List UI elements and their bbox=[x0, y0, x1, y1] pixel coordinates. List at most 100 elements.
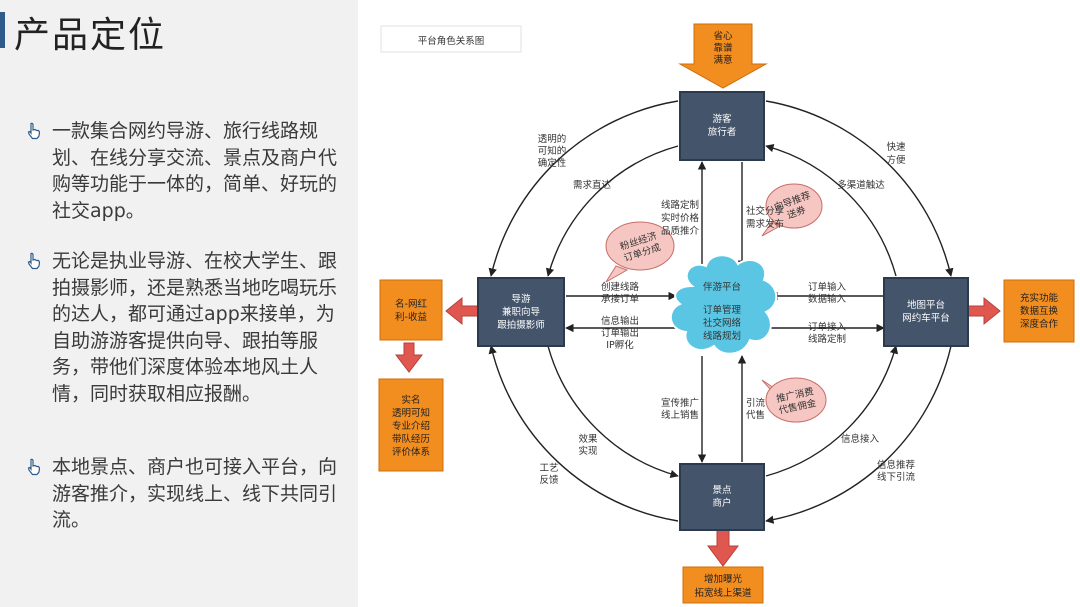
bubble-promo: 推广消费 代售佣金 bbox=[761, 377, 827, 423]
label-quick: 快速 bbox=[886, 141, 906, 153]
bullet-text: 一款集合网约导游、旅行线路规划、在线分享交流、景点及商户代购等功能于一体的，简单… bbox=[52, 120, 338, 222]
node-tourist bbox=[679, 91, 765, 161]
outcome-map-line: 数据互换 bbox=[1020, 305, 1059, 317]
label-info-out: 信息输出 bbox=[601, 315, 639, 327]
node-guide-line: 兼职向导 bbox=[502, 306, 540, 318]
bullet-item: 本地景点、商户也可接入平台，向游客推介，实现线上、线下共同引流。 bbox=[26, 454, 346, 534]
label-order-access: 订单接入 bbox=[808, 321, 847, 333]
red-arrow-guide-left bbox=[445, 296, 479, 326]
node-tourist-line: 旅行者 bbox=[708, 126, 737, 138]
label-promote: 线上销售 bbox=[661, 409, 699, 421]
label-craft: 反馈 bbox=[539, 474, 559, 486]
outcome-guide-real bbox=[378, 378, 444, 472]
outcome-scenic-line: 增加曝光 bbox=[704, 573, 743, 585]
hand-pointer-icon bbox=[27, 458, 41, 476]
platform-function: 订单管理 bbox=[703, 304, 742, 316]
platform-cloud: 伴游平台 订单管理 社交网络 线路规划 bbox=[670, 254, 778, 355]
label-craft: 工艺 bbox=[539, 463, 558, 474]
bubble-fans-economy: 粉丝经济 订单分成 bbox=[605, 221, 675, 283]
label-transparent: 可知的 bbox=[538, 145, 567, 157]
outcome-scenic-line: 拓宽线上渠道 bbox=[694, 587, 752, 599]
edge-labels: 透明的 可知的 确定性 需求直达 快速 方便 多渠道触达 线路定制 实时价格 品… bbox=[538, 133, 916, 486]
page-title: 产品定位 bbox=[14, 15, 167, 56]
label-social-share: 需求发布 bbox=[746, 218, 784, 230]
outer-circle-arrows bbox=[488, 100, 954, 524]
center-arrows bbox=[565, 161, 885, 463]
node-scenic-line: 商户 bbox=[712, 497, 731, 509]
label-traffic: 引流 bbox=[746, 397, 766, 409]
label-info-out: IP孵化 bbox=[606, 339, 634, 351]
node-scenic bbox=[679, 463, 765, 531]
inner-circle-arrows bbox=[545, 143, 899, 479]
outcome-guide-real-line: 实名 bbox=[401, 394, 420, 406]
outcome-tourist-line: 省心 bbox=[713, 30, 733, 42]
outcome-guide-real-line: 评价体系 bbox=[392, 446, 430, 458]
bullet-text: 本地景点、商户也可接入平台，向游客推介，实现线上、线下共同引流。 bbox=[52, 456, 338, 531]
label-route-custom: 品质推介 bbox=[661, 225, 700, 237]
label-effect: 实现 bbox=[578, 445, 598, 457]
bullet-text: 无论是执业导游、在校大学生、跟拍摄影师，还是熟悉当地吃喝玩乐的达人，都可通过ap… bbox=[52, 250, 338, 405]
label-info-out: 订单输出 bbox=[601, 327, 639, 339]
bubble-recommend: 向导推荐 送券 bbox=[761, 183, 823, 237]
diagram-caption: 平台角色关系图 bbox=[418, 35, 485, 47]
red-arrow-guide-down bbox=[394, 342, 424, 373]
red-arrow-scenic-down bbox=[707, 529, 739, 567]
outcome-guide-name bbox=[379, 279, 443, 341]
hand-pointer-icon bbox=[27, 122, 41, 140]
bullet-item: 无论是执业导游、在校大学生、跟拍摄影师，还是熟悉当地吃喝玩乐的达人，都可通过ap… bbox=[26, 248, 346, 407]
outcome-guide-real-line: 专业介绍 bbox=[392, 420, 430, 432]
node-guide bbox=[477, 277, 565, 347]
arc-outer-map-scenic bbox=[765, 345, 952, 524]
arc-inner-map-scenic bbox=[765, 345, 899, 477]
outcome-map-line: 充实功能 bbox=[1020, 292, 1059, 304]
node-map-line: 地图平台 bbox=[907, 299, 945, 311]
node-guide-line: 导游 bbox=[511, 293, 531, 305]
node-guide-line: 跟拍摄影师 bbox=[497, 319, 545, 331]
arc-outer-guide-scenic bbox=[488, 345, 679, 522]
platform-function: 线路规划 bbox=[703, 330, 741, 342]
label-multichannel: 多渠道触达 bbox=[837, 179, 885, 191]
bullet-item: 一款集合网约导游、旅行线路规划、在线分享交流、景点及商户代购等功能于一体的，简单… bbox=[26, 118, 346, 224]
label-social-share: 社交分享 bbox=[746, 205, 784, 217]
label-demand-direct: 需求直达 bbox=[573, 179, 612, 191]
outcome-tourist-line: 满意 bbox=[713, 54, 732, 66]
label-quick: 方便 bbox=[886, 154, 906, 166]
platform-title: 伴游平台 bbox=[703, 281, 741, 293]
outcome-tourist: 省心 靠谱 满意 bbox=[678, 23, 768, 89]
label-promote: 宣传推广 bbox=[661, 397, 699, 409]
arc-outer-tourist-map bbox=[765, 100, 954, 277]
label-transparent: 确定性 bbox=[538, 157, 567, 169]
label-effect: 效果 bbox=[578, 433, 598, 445]
label-order-in: 数据输入 bbox=[808, 293, 847, 305]
arc-inner-guide-scenic bbox=[547, 345, 679, 479]
label-order-in: 订单输入 bbox=[808, 281, 847, 293]
node-map-platform bbox=[883, 277, 969, 347]
outcome-guide-name-line: 名-网红 bbox=[395, 298, 427, 310]
hand-pointer-icon bbox=[27, 252, 41, 270]
red-arrows bbox=[394, 296, 1001, 567]
node-map-line: 网约车平台 bbox=[902, 312, 950, 324]
outcome-map-line: 深度合作 bbox=[1020, 318, 1059, 330]
label-transparent: 透明的 bbox=[538, 133, 567, 145]
outcome-map bbox=[1003, 279, 1075, 343]
label-info-recommend: 信息推荐 bbox=[877, 459, 916, 471]
arc-inner-tourist-guide bbox=[545, 145, 679, 277]
label-create-route: 创建线路 bbox=[601, 281, 640, 293]
label-order-access: 线路定制 bbox=[808, 333, 846, 345]
outcome-tourist-line: 靠谱 bbox=[713, 42, 733, 54]
diagram-caption-box bbox=[380, 25, 522, 53]
label-route-custom: 实时价格 bbox=[661, 212, 700, 224]
outcome-guide-real-line: 透明可知 bbox=[392, 407, 430, 419]
arc-outer-tourist-guide bbox=[488, 100, 679, 277]
node-scenic-line: 景点 bbox=[712, 485, 732, 496]
node-tourist-line: 游客 bbox=[712, 113, 732, 125]
label-traffic: 代售 bbox=[746, 409, 765, 421]
arc-inner-tourist-map bbox=[765, 143, 897, 277]
outcome-scenic bbox=[682, 566, 764, 604]
label-create-route: 承接订单 bbox=[601, 293, 640, 305]
platform-function: 社交网络 bbox=[703, 317, 742, 329]
outcome-guide-real-line: 带队经历 bbox=[392, 433, 430, 445]
red-arrow-map-right bbox=[967, 296, 1001, 326]
label-info-access: 信息接入 bbox=[841, 433, 880, 445]
